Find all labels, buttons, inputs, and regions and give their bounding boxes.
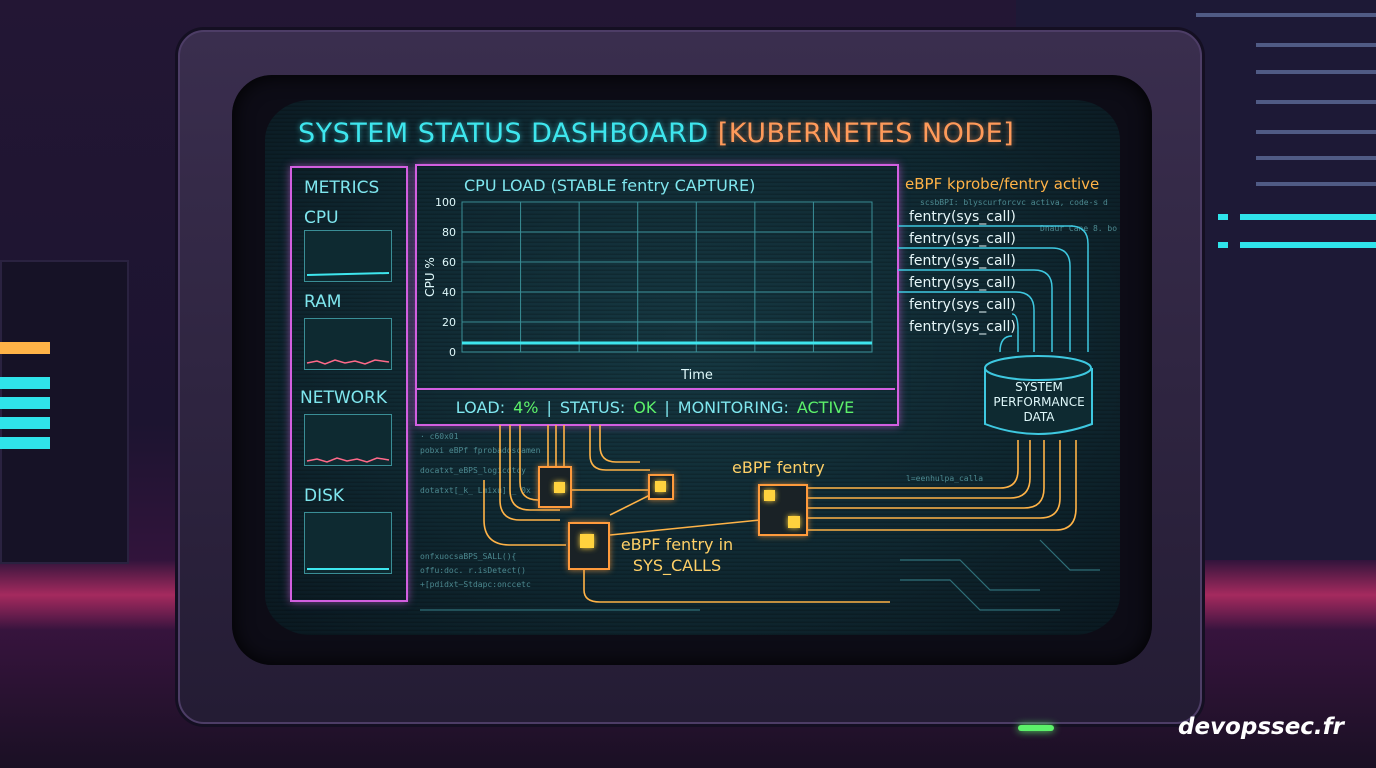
fentry-call: fentry(sys_call) [909, 275, 1016, 291]
network-sparkline [306, 457, 390, 463]
background-code: +[pdidxt—Stdapc:onccetc [420, 580, 531, 589]
status-bar: LOAD: 4% | STATUS: OK | MONITORING: ACTI… [415, 388, 895, 424]
chip-icon [758, 484, 808, 536]
brand-watermark: devopssec.fr [1178, 714, 1345, 740]
y-tick-label: 80 [442, 226, 456, 239]
load-value: 4% [513, 397, 539, 417]
fentry-call: fentry(sys_call) [909, 253, 1016, 269]
wall-stripe [1256, 100, 1376, 104]
y-tick-label: 60 [442, 256, 456, 269]
power-led [1018, 725, 1054, 731]
y-tick-label: 0 [449, 346, 456, 359]
background-code: offu:doc. r.isDetect() [420, 566, 526, 575]
metric-label-cpu: CPU [304, 208, 339, 228]
background-code: l=eenhulpa_calla [906, 474, 984, 483]
background-code: pobxi eBPf fprobadoscamen [420, 446, 541, 455]
plot-frame [461, 201, 873, 353]
y-axis-label: CPU % [423, 257, 437, 297]
chip-icon [568, 522, 610, 570]
chart-title: CPU LOAD (STABLE fentry CAPTURE) [464, 176, 756, 195]
y-tick-label: 40 [442, 286, 456, 299]
database-label: SYSTEM PERFORMANCE DATA [993, 380, 1085, 424]
rack-light [0, 342, 50, 354]
metric-sparkline-network[interactable] [304, 414, 392, 466]
metrics-heading: METRICS [304, 178, 380, 198]
status-separator: | [546, 397, 552, 417]
neon-dash [1240, 214, 1376, 220]
dashboard-title-node: [KUBERNETES NODE] [717, 118, 1015, 149]
cpu-sparkline [306, 272, 390, 276]
status-label: STATUS: [559, 397, 626, 417]
dashboard-title: SYSTEM STATUS DASHBOARD [KUBERNETES NODE… [298, 118, 1014, 149]
x-axis-label: Time [680, 368, 713, 383]
metric-sparkline-cpu[interactable] [304, 230, 392, 282]
rack-light [0, 417, 50, 429]
wall-stripe [1256, 43, 1376, 47]
monitoring-value: ACTIVE [796, 397, 855, 417]
metric-label-ram: RAM [304, 292, 342, 312]
metric-label-network: NETWORK [300, 388, 387, 408]
monitoring-label: MONITORING: [677, 397, 789, 417]
background-code: scsbBPI: blyscurforcvc activa, code-s d [920, 198, 1108, 207]
rack-light [0, 377, 50, 389]
ebpf-fentry-syscalls-label: eBPF fentry in SYS_CALLS [620, 535, 734, 575]
metric-sparkline-disk[interactable] [304, 512, 392, 574]
background-code: Dnaur Cane 8. bo [1040, 224, 1118, 233]
ram-sparkline [306, 359, 390, 365]
y-tick-label: 20 [442, 316, 456, 329]
ebpf-header: eBPF kprobe/fentry active [905, 175, 1100, 193]
fentry-call: fentry(sys_call) [909, 231, 1016, 247]
fentry-call: fentry(sys_call) [909, 297, 1016, 313]
chip-icon [648, 474, 674, 500]
metrics-panel: METRICS CPU RAM NETWORK DISK [290, 166, 408, 602]
neon-dash [1240, 242, 1376, 248]
wall-stripe [1256, 130, 1376, 134]
wall-stripe [1256, 156, 1376, 160]
fentry-call: fentry(sys_call) [909, 319, 1016, 335]
metric-label-disk: DISK [304, 486, 345, 506]
neon-dash [1218, 242, 1228, 248]
neon-dash [1218, 214, 1228, 220]
ebpf-fentry-label: eBPF fentry [732, 458, 825, 477]
rack-light [0, 437, 50, 449]
wall-stripe [1256, 182, 1376, 186]
metric-sparkline-ram[interactable] [304, 318, 392, 370]
dashboard-title-main: SYSTEM STATUS DASHBOARD [298, 118, 709, 149]
chip-icon [538, 466, 572, 508]
background-code: docatxt_eBPS_logicdtcy [420, 466, 526, 475]
status-value: OK [633, 397, 657, 417]
background-code: · c60x01 [420, 432, 459, 441]
status-separator: | [664, 397, 670, 417]
wall-stripe [1256, 70, 1376, 74]
server-rack [0, 260, 129, 564]
background-code: dotatxt[_k_ Lmixu] _ 0x [420, 486, 531, 495]
fentry-call: fentry(sys_call) [909, 209, 1016, 225]
y-tick-label: 100 [435, 196, 456, 209]
load-label: LOAD: [455, 397, 506, 417]
wall-stripe [1196, 13, 1376, 17]
disk-sparkline [307, 568, 389, 570]
background-code: onfxuocsaBPS_SALL(){ [420, 552, 517, 561]
rack-light [0, 397, 50, 409]
